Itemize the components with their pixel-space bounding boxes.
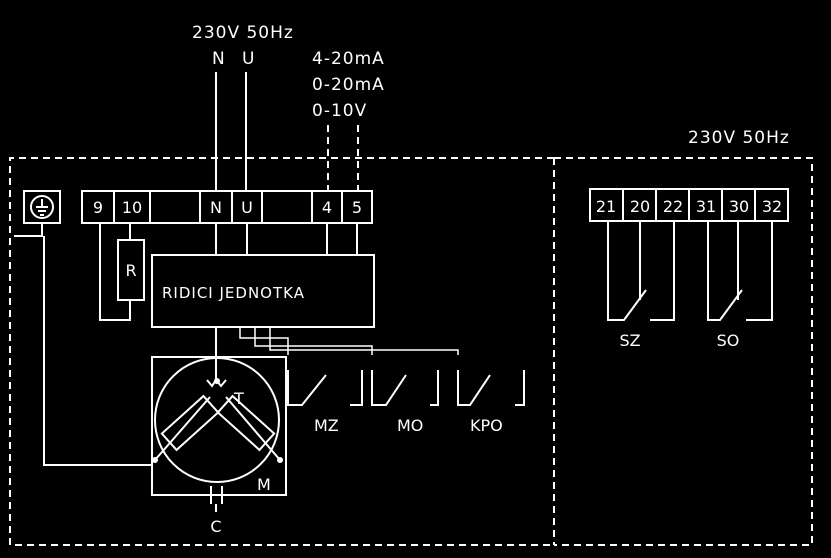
enclosure-main xyxy=(9,157,554,546)
terminal-u: U xyxy=(241,198,253,217)
input-label-n: N xyxy=(212,49,226,69)
supply-label-top: 230V 50Hz xyxy=(192,23,294,43)
motor-thermal-label: T xyxy=(233,389,244,408)
switch-mz xyxy=(287,370,363,406)
switch-sz xyxy=(607,221,675,321)
terminal-9: 9 xyxy=(93,198,103,217)
supply-label-right: 230V 50Hz xyxy=(688,128,790,148)
switch-so xyxy=(707,221,773,321)
terminal-22: 22 xyxy=(663,197,683,216)
switch-kpo xyxy=(457,370,525,406)
control-unit xyxy=(151,223,375,328)
capacitor xyxy=(152,486,286,512)
switch-label-sz: SZ xyxy=(619,331,640,350)
resistor xyxy=(99,223,145,321)
input-label-u: U xyxy=(242,49,255,69)
terminal-4: 4 xyxy=(322,198,332,217)
earth-terminal xyxy=(14,190,61,237)
terminal-n: N xyxy=(210,198,222,217)
signal-label-1: 4-20mA xyxy=(312,49,385,69)
motor xyxy=(43,236,287,496)
terminal-20: 20 xyxy=(630,197,650,216)
terminal-30: 30 xyxy=(729,197,749,216)
terminal-10: 10 xyxy=(122,198,142,217)
terminal-21: 21 xyxy=(596,197,616,216)
motor-label: M xyxy=(257,475,271,494)
terminal-5: 5 xyxy=(352,198,362,217)
right-terminal-strip xyxy=(589,188,789,222)
control-unit-label: RIDICI JEDNOTKA xyxy=(162,284,305,302)
capacitor-label: C xyxy=(210,517,221,536)
input-wires xyxy=(215,72,359,190)
terminal-32: 32 xyxy=(762,197,782,216)
switch-mo xyxy=(371,370,439,406)
motor-contact-wiring xyxy=(239,327,459,355)
signal-label-2: 0-20mA xyxy=(312,75,385,95)
signal-label-3: 0-10V xyxy=(312,101,367,121)
switch-label-mz: MZ xyxy=(314,416,339,435)
switch-label-mo: MO xyxy=(397,416,423,435)
switch-label-kpo: KPO xyxy=(470,416,503,435)
resistor-label: R xyxy=(125,261,136,280)
switch-label-so: SO xyxy=(717,331,740,350)
left-terminal-strip xyxy=(81,190,373,224)
enclosure-limit-switches xyxy=(553,157,813,546)
terminal-31: 31 xyxy=(696,197,716,216)
